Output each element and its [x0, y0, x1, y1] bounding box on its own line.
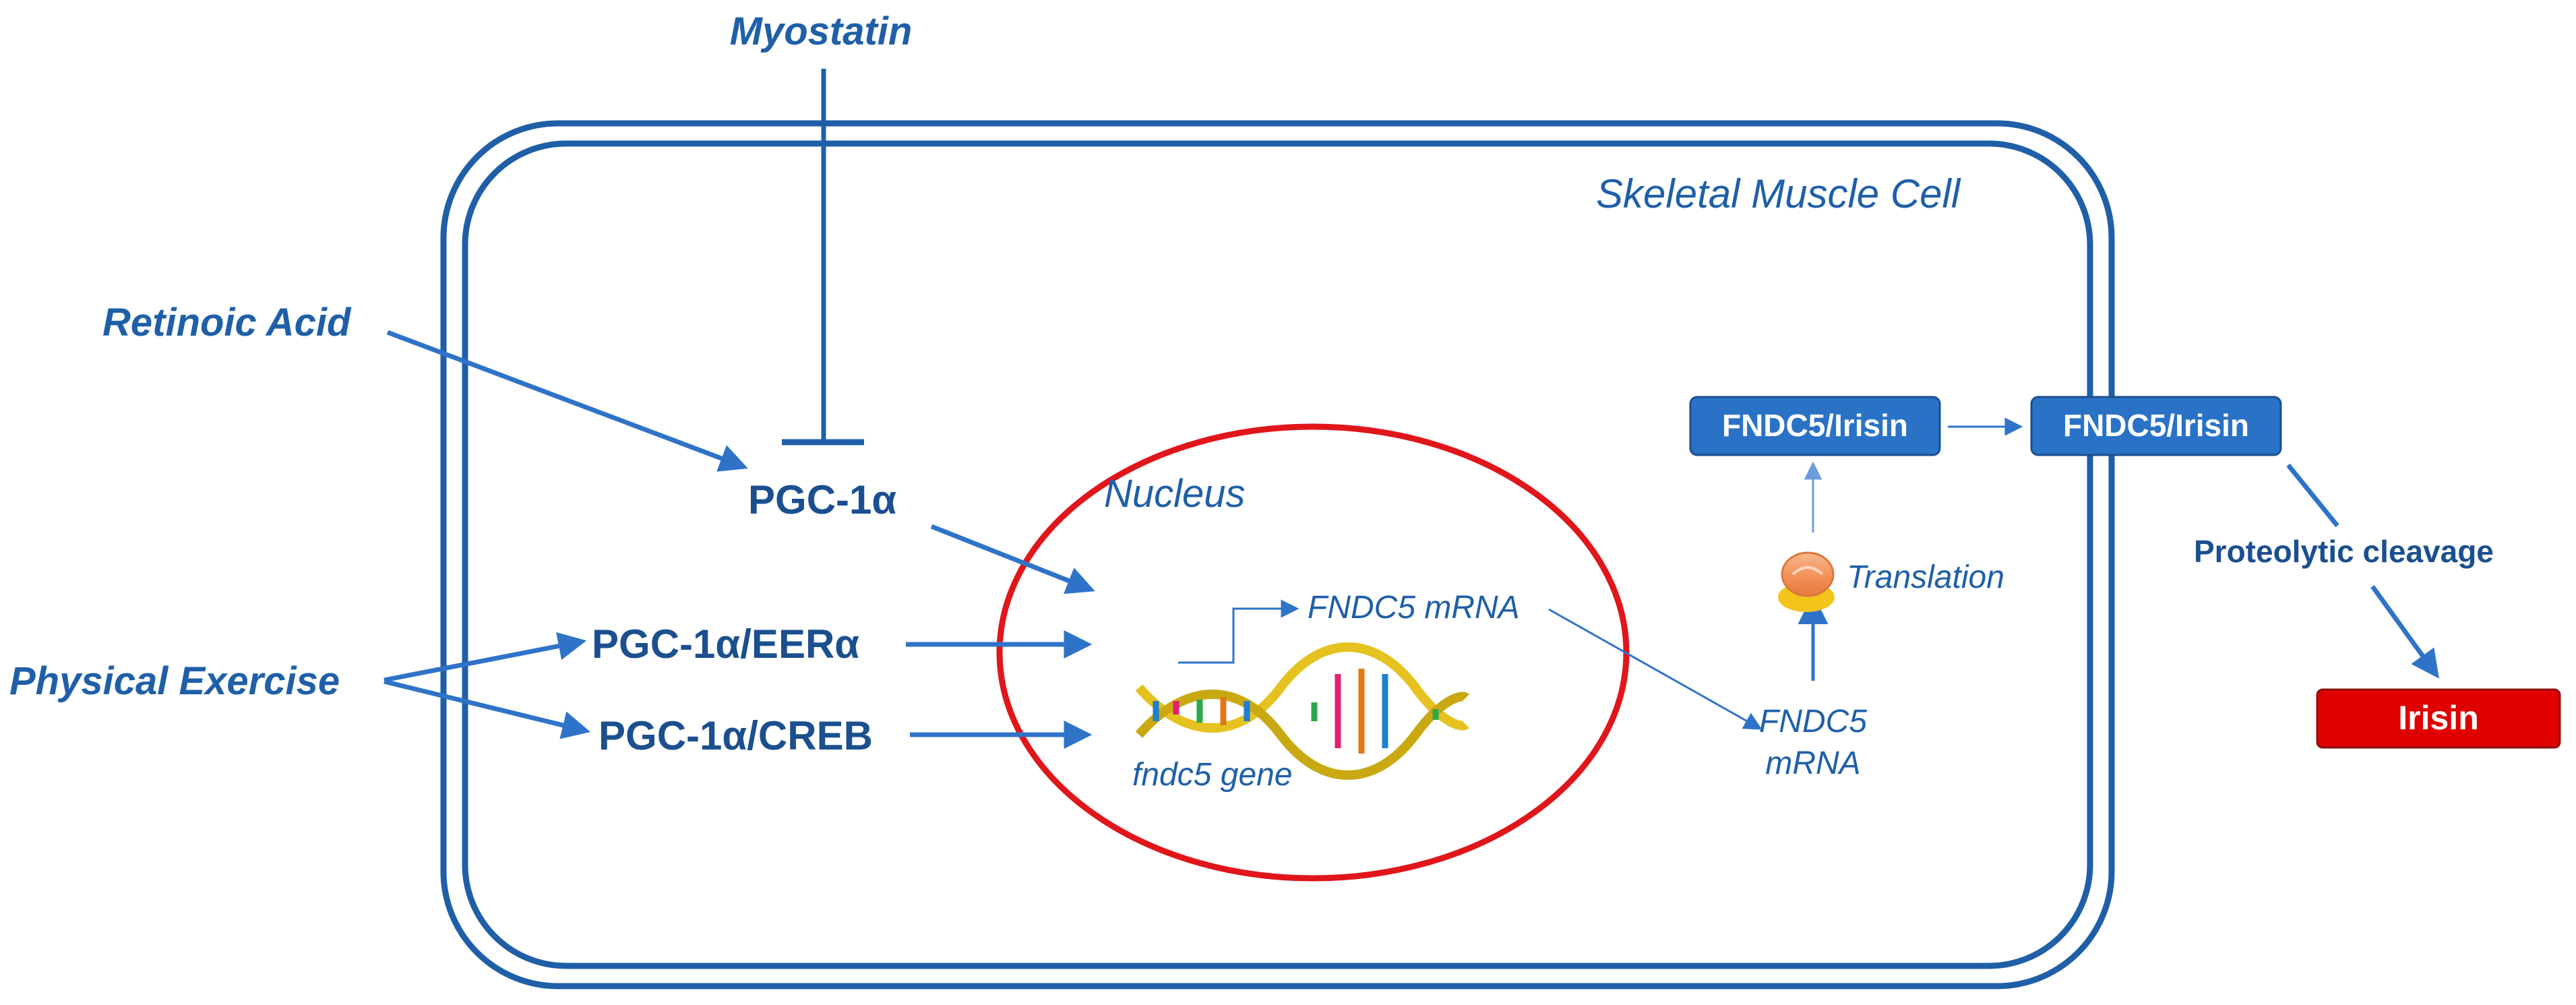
irisin-label: Irisin: [2398, 699, 2478, 737]
gene-label: fndc5 gene: [1132, 757, 1293, 793]
pgc1a-label: PGC-1α: [748, 477, 896, 522]
fndc5-irisin-label-1: FNDC5/Irisin: [1722, 408, 1908, 443]
irisin-box: Irisin: [2316, 688, 2561, 749]
myostatin-inhibition: [782, 69, 864, 446]
cell-membrane: [440, 120, 2115, 989]
pgc1a-to-nucleus-arrow: [930, 524, 1095, 595]
ribosome-icon: [1778, 551, 1835, 612]
mrna-export-arrow: [1548, 608, 1762, 730]
cleavage-arrow-upper: [2286, 463, 2339, 528]
pgc1a-creb-label: PGC-1α/CREB: [599, 713, 873, 758]
transcription-arrow: [1178, 599, 1299, 664]
cleavage-arrow-lower: [2370, 584, 2439, 679]
retinoic-acid-arrow: [386, 330, 748, 472]
myostatin-label: Myostatin: [730, 9, 913, 53]
nucleus-label: Nucleus: [1104, 472, 1246, 516]
nuclear-mrna-label: FNDC5 mRNA: [1308, 590, 1520, 626]
translation-label: Translation: [1847, 559, 2004, 595]
pgc1a-eerr-label: PGC-1α/EERα: [592, 621, 859, 667]
exercise-to-eerr-arrow: [384, 632, 587, 683]
dna-helix-icon: [1135, 642, 1469, 780]
cytoplasmic-mrna-line1: FNDC5: [1759, 704, 1867, 739]
fndc5-irisin-box-cytoplasm: FNDC5/Irisin: [1689, 396, 1941, 456]
proteolytic-cleavage-label: Proteolytic cleavage: [2194, 534, 2494, 569]
exercise-to-creb-arrow: [384, 679, 591, 739]
cytoplasmic-mrna-line2: mRNA: [1765, 745, 1860, 781]
retinoic-acid-label: Retinoic Acid: [102, 301, 352, 344]
physical-exercise-label: Physical Exercise: [9, 659, 340, 703]
fndc5-irisin-label-2: FNDC5/Irisin: [2063, 408, 2249, 443]
pathway-arrows: [384, 330, 2439, 749]
cell-label: Skeletal Muscle Cell: [1596, 171, 1961, 216]
fndc5-irisin-box-membrane: FNDC5/Irisin: [2030, 396, 2282, 456]
